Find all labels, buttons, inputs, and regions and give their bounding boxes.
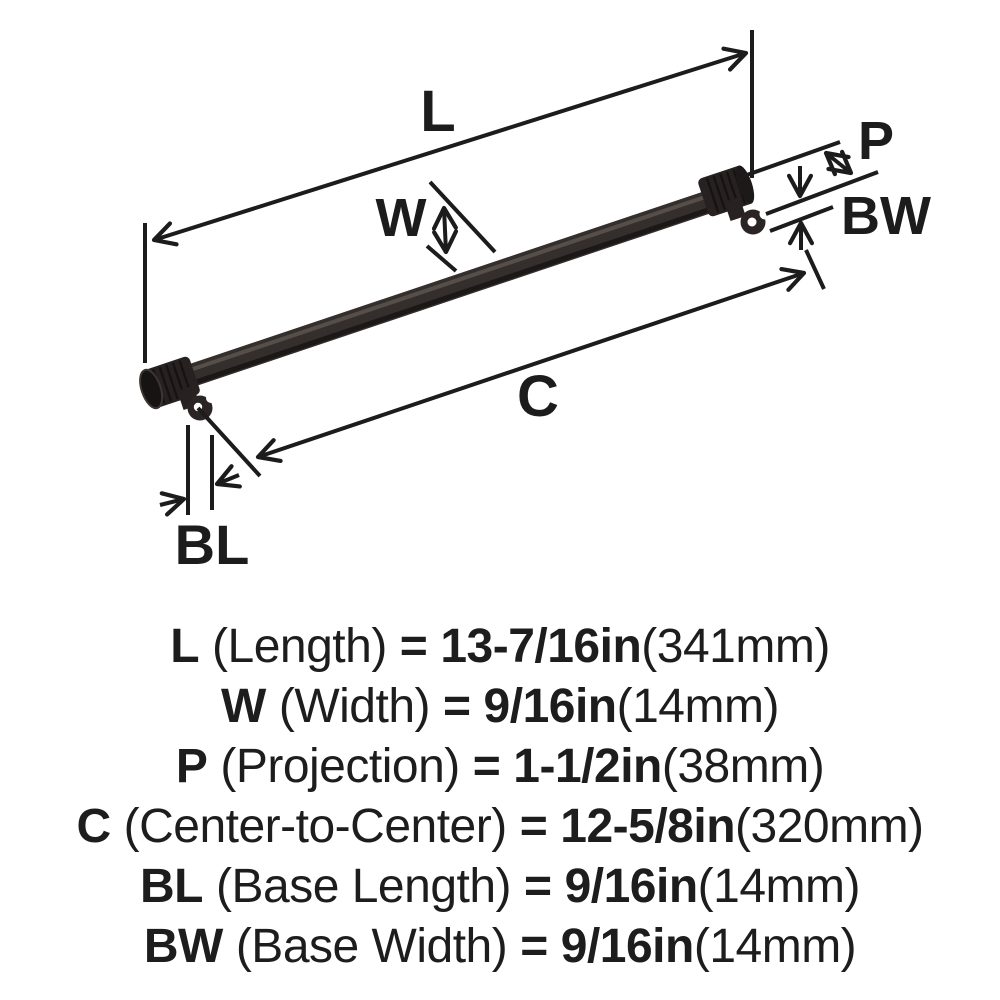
base-length-arrow-left-pointing bbox=[214, 464, 242, 489]
base-width-tick-lower bbox=[769, 205, 834, 233]
spec-list: L(Length)=13-7/16in(341mm) W(Width)=9/16… bbox=[0, 617, 1000, 977]
spec-equals: = bbox=[399, 620, 428, 673]
width-tick-lower bbox=[425, 244, 458, 273]
length-label: L bbox=[420, 79, 455, 144]
base-length-arrow-right-pointing bbox=[159, 491, 187, 517]
center-tick-right bbox=[804, 249, 826, 290]
spec-value: 13-7/16in bbox=[440, 620, 642, 673]
spec-row-center-to-center: C(Center-to-Center)=12-5/8in(320mm) bbox=[0, 797, 1000, 857]
width-label: W bbox=[376, 188, 427, 248]
spec-metric: (14mm) bbox=[697, 860, 861, 913]
spec-value: 9/16in bbox=[564, 860, 699, 913]
spec-row-base-width: BW(Base Width)=9/16in(14mm) bbox=[0, 917, 1000, 977]
center-to-center-label: C bbox=[517, 364, 559, 429]
spec-metric: (320mm) bbox=[735, 800, 924, 853]
spec-value: 12-5/8in bbox=[560, 800, 736, 853]
spec-equals: = bbox=[519, 800, 548, 853]
left-post-notch bbox=[206, 393, 216, 403]
base-width-label: BW bbox=[841, 186, 931, 246]
projection-tick-upper bbox=[743, 140, 841, 178]
spec-name: (Width) bbox=[278, 680, 431, 733]
spec-symbol: W bbox=[221, 680, 266, 733]
spec-name: (Base Length) bbox=[216, 860, 512, 913]
length-dimension-line bbox=[151, 46, 749, 247]
spec-metric: (14mm) bbox=[616, 680, 780, 733]
spec-row-width: W(Width)=9/16in(14mm) bbox=[0, 677, 1000, 737]
width-tick-upper bbox=[428, 180, 497, 254]
dimension-diagram: L W P BW C BL bbox=[139, 30, 931, 576]
projection-tick-lower bbox=[765, 170, 879, 216]
spec-value: 9/16in bbox=[483, 680, 618, 733]
base-length-label: BL bbox=[175, 513, 250, 576]
spec-name: (Projection) bbox=[220, 740, 460, 793]
left-cap-face bbox=[139, 368, 164, 410]
spec-name: (Center-to-Center) bbox=[123, 800, 508, 853]
spec-symbol: BL bbox=[140, 860, 203, 913]
spec-symbol: L bbox=[170, 620, 200, 673]
spec-equals: = bbox=[520, 920, 548, 973]
spec-equals: = bbox=[472, 740, 501, 793]
projection-dimension-arrow bbox=[823, 149, 854, 177]
center-tick-left bbox=[196, 406, 262, 478]
spec-row-base-length: BL(Base Length)=9/16in(14mm) bbox=[0, 857, 1000, 917]
spec-metric: (14mm) bbox=[693, 920, 857, 973]
spec-value: 9/16in bbox=[560, 920, 695, 973]
handle-tube-shade bbox=[177, 197, 739, 391]
spec-name: (Base Width) bbox=[235, 920, 508, 973]
spec-value: 1-1/2in bbox=[513, 740, 662, 793]
spec-metric: (341mm) bbox=[641, 620, 830, 673]
spec-symbol: BW bbox=[143, 920, 223, 973]
spec-row-length: L(Length)=13-7/16in(341mm) bbox=[0, 617, 1000, 677]
spec-equals: = bbox=[443, 680, 471, 733]
width-dimension-arrow bbox=[431, 205, 459, 255]
spec-symbol: C bbox=[76, 800, 111, 853]
handle-bar bbox=[139, 165, 771, 421]
spec-metric: (38mm) bbox=[661, 740, 825, 793]
handle-tube bbox=[174, 181, 742, 391]
spec-row-projection: P(Projection)=1-1/2in(38mm) bbox=[0, 737, 1000, 797]
spec-equals: = bbox=[524, 860, 552, 913]
dimension-letters: L W P BW C BL bbox=[175, 79, 931, 576]
spec-name: (Length) bbox=[212, 620, 387, 673]
dimension-lines bbox=[143, 30, 879, 517]
center-dimension-line bbox=[255, 266, 807, 464]
spec-symbol: P bbox=[175, 740, 208, 793]
right-screw-hole bbox=[747, 217, 757, 227]
projection-label: P bbox=[858, 111, 894, 171]
